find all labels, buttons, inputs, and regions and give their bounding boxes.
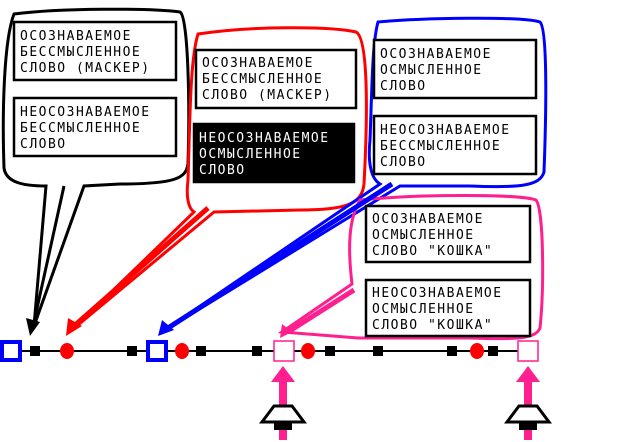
box-line: ОСОЗНАВАЕМОЕ bbox=[372, 212, 484, 227]
black-group-outline bbox=[1, 7, 191, 327]
box-line: СЛОВО bbox=[380, 155, 427, 170]
box-line: БЕССМЫСЛЕННОЕ bbox=[380, 139, 501, 154]
magenta-group-box-1: ОСОЗНАВАЕМОЕ ОСМЫСЛЕННОЕ СЛОВО "КОШКА" bbox=[364, 204, 532, 264]
arrow-up-icon-head bbox=[516, 366, 540, 382]
red-group-box-1: ОСОЗНАВАЕМОЕ БЕССМЫСЛЕННОЕ СЛОВО (МАСКЕР… bbox=[194, 48, 358, 110]
box-line: БЕССМЫСЛЕННОЕ bbox=[202, 72, 323, 87]
blue-group-outline bbox=[161, 16, 548, 334]
timeline-marker-black-square bbox=[447, 346, 457, 356]
timeline-markers bbox=[0, 340, 539, 362]
timeline-marker-red-dot bbox=[301, 343, 315, 359]
speaker-icon bbox=[259, 404, 307, 430]
arrow-up-icon-head bbox=[271, 366, 295, 382]
timeline-marker-black-square bbox=[196, 346, 206, 356]
timeline-marker-black-square bbox=[127, 346, 137, 356]
box-line: ОСОЗНАВАЕМОЕ bbox=[380, 47, 492, 62]
box-line: ОСМЫСЛЕННОЕ bbox=[380, 63, 483, 78]
box-line: НЕОСОЗНАВАЕМОЕ bbox=[199, 131, 330, 146]
stimulus-2 bbox=[504, 366, 552, 440]
timeline-marker-black-square bbox=[252, 346, 262, 356]
timeline-marker-black-square bbox=[30, 346, 40, 356]
magenta-group-arrow bbox=[286, 287, 356, 335]
timeline-marker-red-dot bbox=[470, 343, 484, 359]
box-line: НЕОСОЗНАВАЕМОЕ bbox=[372, 286, 503, 301]
speaker-icon bbox=[504, 404, 552, 430]
box-line: СЛОВО (МАСКЕР) bbox=[202, 88, 333, 103]
blue-group-arrow bbox=[166, 181, 394, 331]
timeline-marker-blue-square bbox=[146, 340, 168, 362]
timeline-marker-black-square bbox=[373, 346, 383, 356]
timeline-marker-blue-square bbox=[0, 340, 22, 362]
black-group-arrow bbox=[32, 185, 66, 323]
blue-group-box-1: ОСОЗНАВАЕМОЕ ОСМЫСЛЕННОЕ СЛОВО bbox=[372, 38, 538, 100]
box-line: СЛОВО bbox=[20, 137, 67, 152]
box-line: НЕОСОЗНАВАЕМОЕ bbox=[380, 123, 511, 138]
box-line: ОСМЫСЛЕННОЕ bbox=[199, 147, 302, 162]
timeline-marker-black-square bbox=[488, 346, 498, 356]
box-line: ОСМЫСЛЕННОЕ bbox=[372, 228, 475, 243]
red-arrow-head bbox=[66, 318, 82, 336]
box-line: ОСОЗНАВАЕМОЕ bbox=[202, 56, 314, 71]
magenta-group-box-2: НЕОСОЗНАВАЕМОЕ ОСМЫСЛЕННОЕ СЛОВО "КОШКА" bbox=[364, 278, 532, 338]
timeline-marker-red-dot bbox=[175, 343, 189, 359]
box-line: СЛОВО "КОШКА" bbox=[372, 244, 493, 259]
box-line: ОСОЗНАВАЕМОЕ bbox=[20, 29, 132, 44]
blue-arrow-head bbox=[158, 320, 174, 336]
black-group-box-1: ОСОЗНАВАЕМОЕ БЕССМЫСЛЕННОЕ СЛОВО (МАСКЕР… bbox=[12, 20, 178, 82]
timeline-marker-pink-square bbox=[517, 340, 539, 362]
box-line: ОСМЫСЛЕННОЕ bbox=[372, 302, 475, 317]
timeline-marker-pink-square bbox=[273, 340, 295, 362]
stimulus-1 bbox=[259, 366, 307, 440]
magenta-arrow-head bbox=[280, 324, 292, 338]
box-line: СЛОВО (МАСКЕР) bbox=[20, 61, 151, 76]
black-group-box-2: НЕОСОЗНАВАЕМОЕ БЕССМЫСЛЕННОЕ СЛОВО bbox=[12, 96, 178, 158]
box-line: СЛОВО "КОШКА" bbox=[372, 318, 493, 333]
magenta-group-outline bbox=[277, 194, 545, 341]
red-group-arrow bbox=[72, 206, 210, 328]
box-line: СЛОВО bbox=[199, 163, 246, 178]
red-group-box-2: НЕОСОЗНАВАЕМОЕ ОСМЫСЛЕННОЕ СЛОВО bbox=[192, 122, 356, 184]
timeline-marker-black-square bbox=[325, 346, 335, 356]
box-line: СЛОВО bbox=[380, 79, 427, 94]
timeline-marker-red-dot bbox=[60, 343, 74, 359]
black-arrow-head bbox=[26, 318, 40, 336]
box-line: БЕССМЫСЛЕННОЕ bbox=[20, 121, 141, 136]
box-line: БЕССМЫСЛЕННОЕ bbox=[20, 45, 141, 60]
box-line: НЕОСОЗНАВАЕМОЕ bbox=[20, 105, 151, 120]
blue-group-box-2: НЕОСОЗНАВАЕМОЕ БЕССМЫСЛЕННОЕ СЛОВО bbox=[372, 114, 538, 176]
